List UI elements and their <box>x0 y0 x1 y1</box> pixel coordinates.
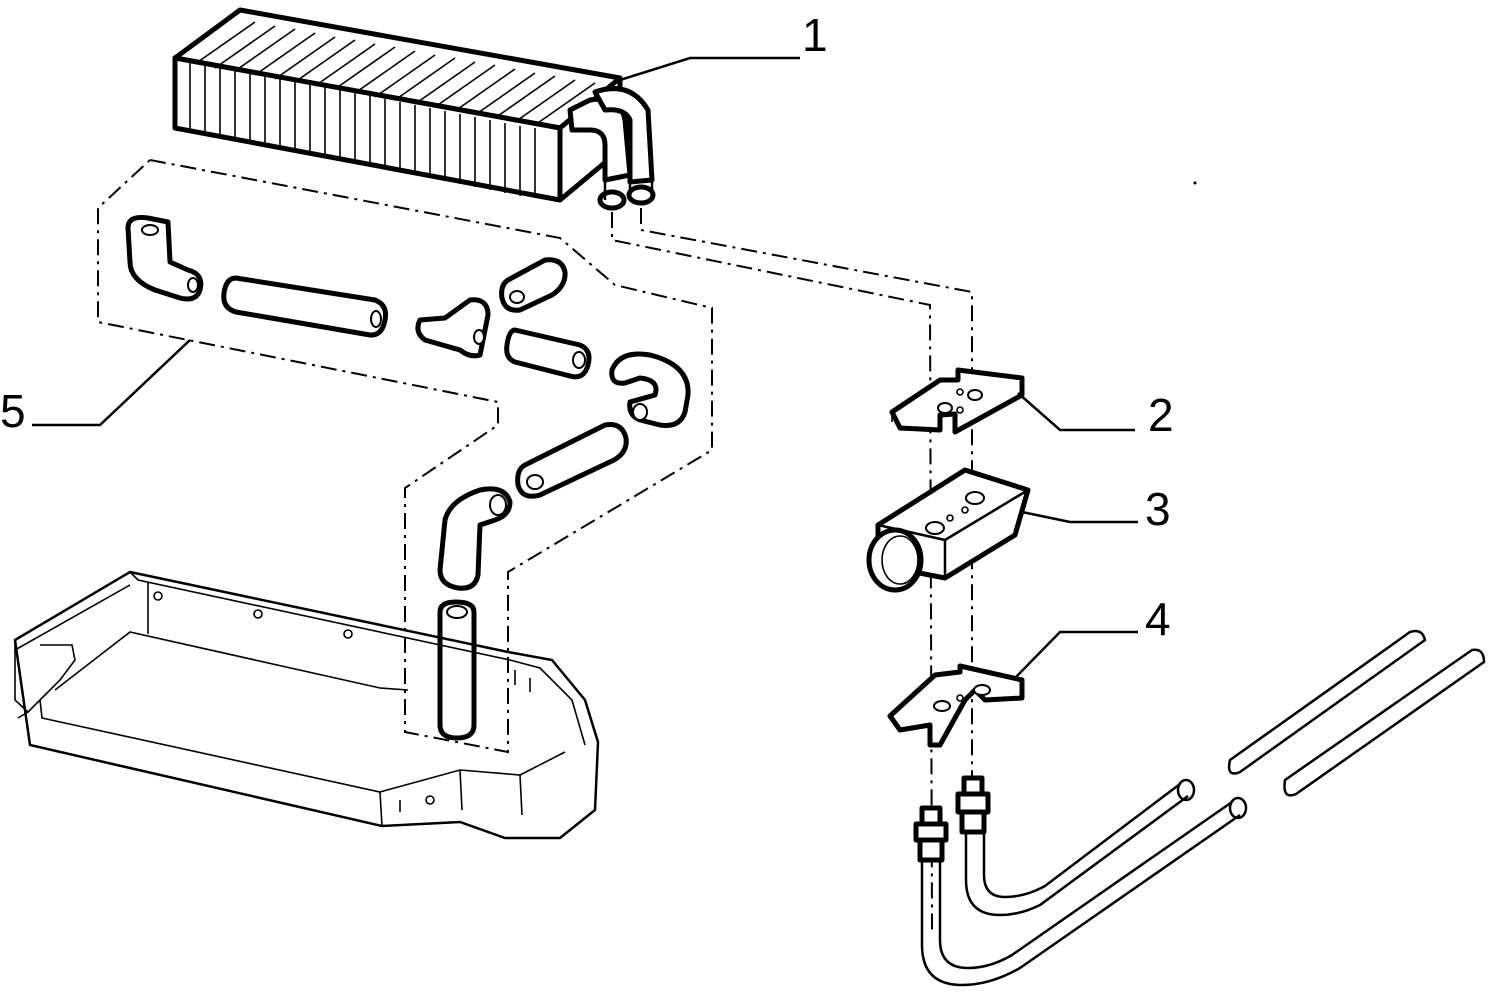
part-5-hoses <box>125 215 691 741</box>
housing-tray <box>13 570 600 840</box>
callout-2: 2 <box>1148 389 1174 441</box>
callout-4: 4 <box>1145 593 1171 645</box>
leader-line-4 <box>1014 630 1138 679</box>
leader-line-1 <box>619 56 800 82</box>
leader-line-5 <box>32 339 191 427</box>
part-3-expansion-valve <box>866 467 1031 593</box>
scan-speck <box>1193 181 1197 185</box>
callout-5: 5 <box>0 385 26 437</box>
leader-line-2 <box>1017 392 1135 432</box>
hose-kit-boundary <box>97 158 713 754</box>
refrigerant-pipes <box>913 629 1486 987</box>
leader-line-3 <box>1021 510 1138 524</box>
part-4-lower-plate <box>887 663 1025 748</box>
callout-3: 3 <box>1145 483 1171 535</box>
part-1-heater-core <box>172 7 656 211</box>
callout-1: 1 <box>802 9 828 61</box>
part-2-upper-plate <box>889 367 1025 435</box>
alignment-lines <box>611 208 973 931</box>
